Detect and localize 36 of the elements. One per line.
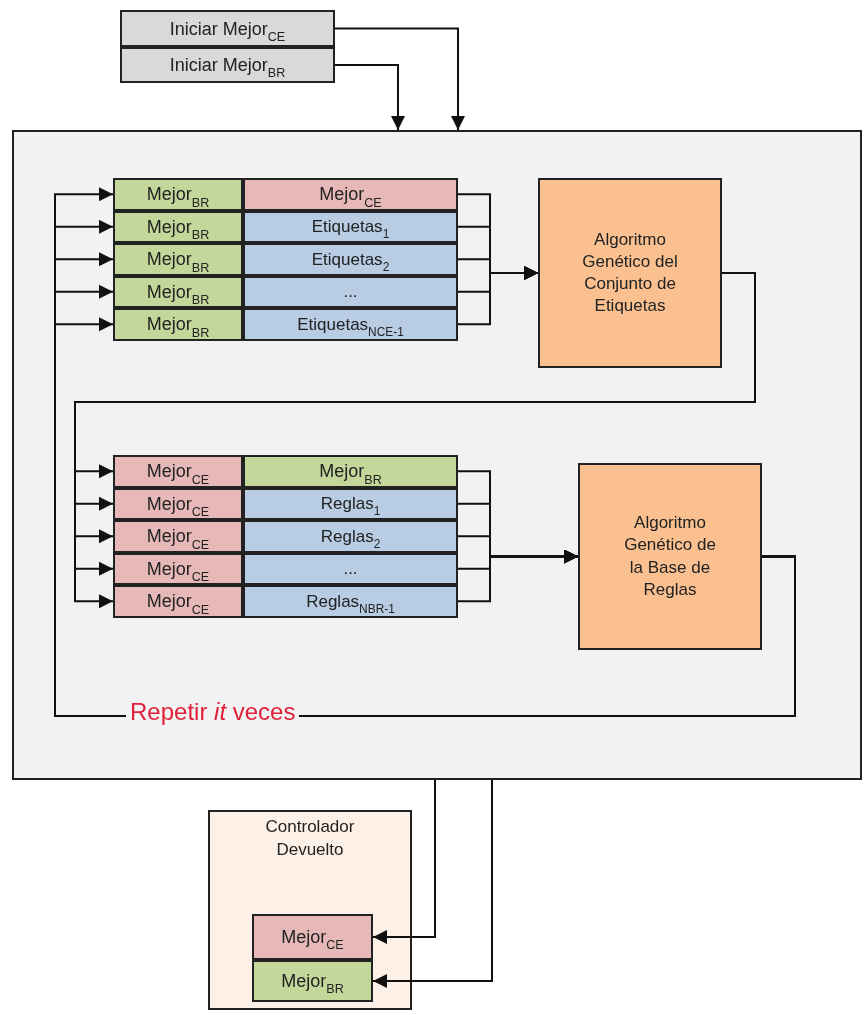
table-cell: Mejor$_{CE}$ [113, 455, 243, 488]
arrow [457, 549, 579, 603]
table-cell: Reglas$_{1}$ [243, 487, 458, 520]
table-cell: Mejor$_{BR}$ [113, 275, 243, 308]
arrow [334, 27, 465, 131]
table-cell: Mejor$_{CE}$ [243, 178, 458, 211]
table-cell: Mejor$_{BR}$ [252, 960, 373, 1002]
arrow [457, 266, 539, 326]
table-cell: Mejor$_{CE}$ [113, 520, 243, 553]
table-cell: Etiquetas$_{NCE-1}$ [243, 308, 458, 341]
result-panel [208, 810, 412, 1010]
table-cell: Mejor$_{CE}$ [113, 487, 243, 520]
arrow [372, 779, 493, 988]
table-cell: Mejor$_{BR}$ [113, 210, 243, 243]
container-box [12, 130, 862, 780]
table-cell: Etiquetas$_{2}$ [243, 243, 458, 276]
table-cell: Mejor$_{BR}$ [243, 455, 458, 488]
arrow [334, 64, 405, 131]
table-cell: Mejor$_{CE}$ [113, 585, 243, 618]
arrow [372, 779, 436, 944]
table-cell: Mejor$_{BR}$ [113, 308, 243, 341]
table-cell: ... [243, 275, 458, 308]
table-cell: Reglas$_{NBR-1}$ [243, 585, 458, 618]
table-cell: Mejor$_{CE}$ [252, 914, 373, 960]
table-cell: Mejor$_{CE}$ [113, 552, 243, 585]
table-cell: Reglas$_{2}$ [243, 520, 458, 553]
table-cell: ... [243, 552, 458, 585]
input-box: Iniciar Mejor$_{CE}$ [120, 10, 335, 47]
table-cell: Mejor$_{BR}$ [113, 243, 243, 276]
table-cell: Etiquetas$_{1}$ [243, 210, 458, 243]
edge-label: Repetir it veces [126, 700, 300, 724]
table-cell: Mejor$_{BR}$ [113, 178, 243, 211]
process-box: Algoritmo Genético de la Base de Reglas [578, 463, 762, 650]
box-heading: Controlador Devuelto [264, 816, 356, 861]
process-box: Algoritmo Genético del Conjunto de Etiquetas [538, 178, 722, 368]
input-box: Iniciar Mejor$_{BR}$ [120, 47, 335, 83]
